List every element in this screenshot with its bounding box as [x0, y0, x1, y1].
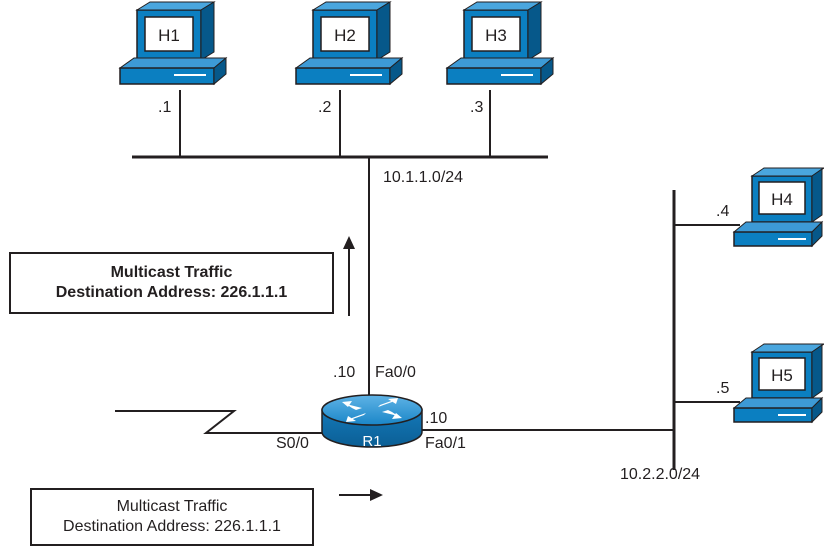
router-name: R1 — [362, 433, 381, 450]
outbound-callout-line1: Multicast Traffic — [110, 264, 233, 281]
host-h3: H3 — [445, 1, 555, 86]
addr-h3: .3 — [470, 99, 484, 116]
outbound-callout-line2: Destination Address: 226.1.1.1 — [55, 284, 288, 301]
serial-link — [115, 410, 322, 434]
network-top-lan: 10.1.1.0/24 — [383, 169, 464, 186]
host-h1: H1 — [118, 1, 228, 86]
host-h2: H2 — [294, 1, 404, 86]
addr-h4: .4 — [716, 203, 730, 220]
s00-label: S0/0 — [276, 435, 309, 452]
host-h4: H4 — [732, 167, 824, 248]
fa01-label: Fa0/1 — [425, 435, 466, 452]
upward-arrow — [343, 236, 355, 316]
host-name-h1: H1 — [158, 26, 180, 45]
addr-h2: .2 — [318, 99, 332, 116]
host-name-h4: H4 — [771, 190, 793, 209]
fa00-address: .10 — [333, 364, 356, 381]
addr-h1: .1 — [158, 99, 172, 116]
inbound-traffic-callout: Multicast Traffic Destination Address: 2… — [30, 488, 314, 546]
fa01-address: .10 — [425, 410, 448, 427]
host-h5: H5 — [732, 343, 824, 424]
outbound-traffic-callout: Multicast Traffic Destination Address: 2… — [9, 252, 334, 314]
network-right-lan: 10.2.2.0/24 — [620, 466, 701, 483]
router-r1: R1 — [321, 394, 423, 450]
host-name-h3: H3 — [485, 26, 507, 45]
inbound-callout-line1: Multicast Traffic — [116, 498, 228, 515]
host-name-h5: H5 — [771, 366, 793, 385]
right-arrow — [339, 489, 383, 501]
addr-h5: .5 — [716, 380, 730, 397]
host-name-h2: H2 — [334, 26, 356, 45]
fa00-label: Fa0/0 — [375, 364, 416, 381]
inbound-callout-line2: Destination Address: 226.1.1.1 — [63, 518, 281, 535]
